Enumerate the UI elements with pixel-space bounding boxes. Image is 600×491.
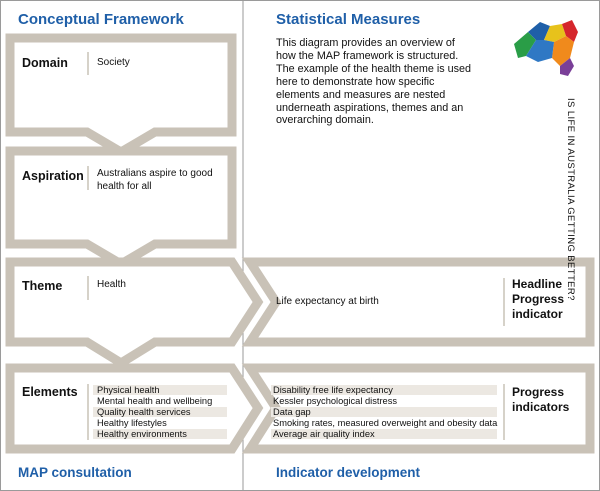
aspiration-box: [5, 146, 237, 270]
progress-indicators-label: Progress indicators: [512, 385, 570, 414]
domain-box: [5, 33, 237, 158]
progress-stripe: [271, 429, 497, 439]
headline-box: [241, 257, 595, 347]
element-stripe: [93, 385, 227, 395]
list-item: Disability free life expectancy: [273, 385, 393, 395]
indicator-development-footer: Indicator development: [276, 465, 421, 480]
list-item: Average air quality index: [273, 429, 375, 439]
intro-paragraph: This diagram provides an overview of how…: [276, 37, 472, 127]
progress-stripe: [271, 385, 497, 395]
aspiration-text: Australians aspire to good health for al…: [97, 168, 213, 192]
list-item: Healthy lifestyles: [97, 418, 167, 428]
domain-label: Domain: [22, 56, 68, 70]
theme-box: [5, 257, 264, 369]
theme-text: Health: [97, 279, 126, 290]
domain-text: Society: [97, 57, 130, 68]
australia-logo-icon: [514, 20, 578, 76]
theme-label: Theme: [22, 279, 63, 293]
aspiration-label: Aspiration: [22, 169, 84, 183]
list-item: Kessler psychological distress: [273, 396, 398, 406]
slogan-vertical: IS LIFE IN AUSTRALIA GETTING BETTER?: [565, 98, 576, 301]
list-item: Healthy environments: [97, 429, 187, 439]
headline-indicator-label: Headline Progress indicator: [512, 277, 565, 321]
element-stripe: [93, 407, 227, 417]
list-item: Smoking rates, measured overweight and o…: [273, 418, 498, 428]
list-item: Physical health: [97, 385, 160, 395]
progress-stripe: [271, 407, 497, 417]
elements-label: Elements: [22, 385, 78, 399]
conceptual-framework-heading: Conceptual Framework: [18, 11, 184, 28]
list-item: Mental health and wellbeing: [97, 396, 213, 406]
list-item: Data gap: [273, 407, 311, 417]
list-item: Quality health services: [97, 407, 191, 417]
statistical-measures-heading: Statistical Measures: [276, 11, 421, 28]
element-stripe: [93, 429, 227, 439]
headline-measure: Life expectancy at birth: [276, 296, 379, 307]
map-consultation-footer: MAP consultation: [18, 465, 132, 480]
